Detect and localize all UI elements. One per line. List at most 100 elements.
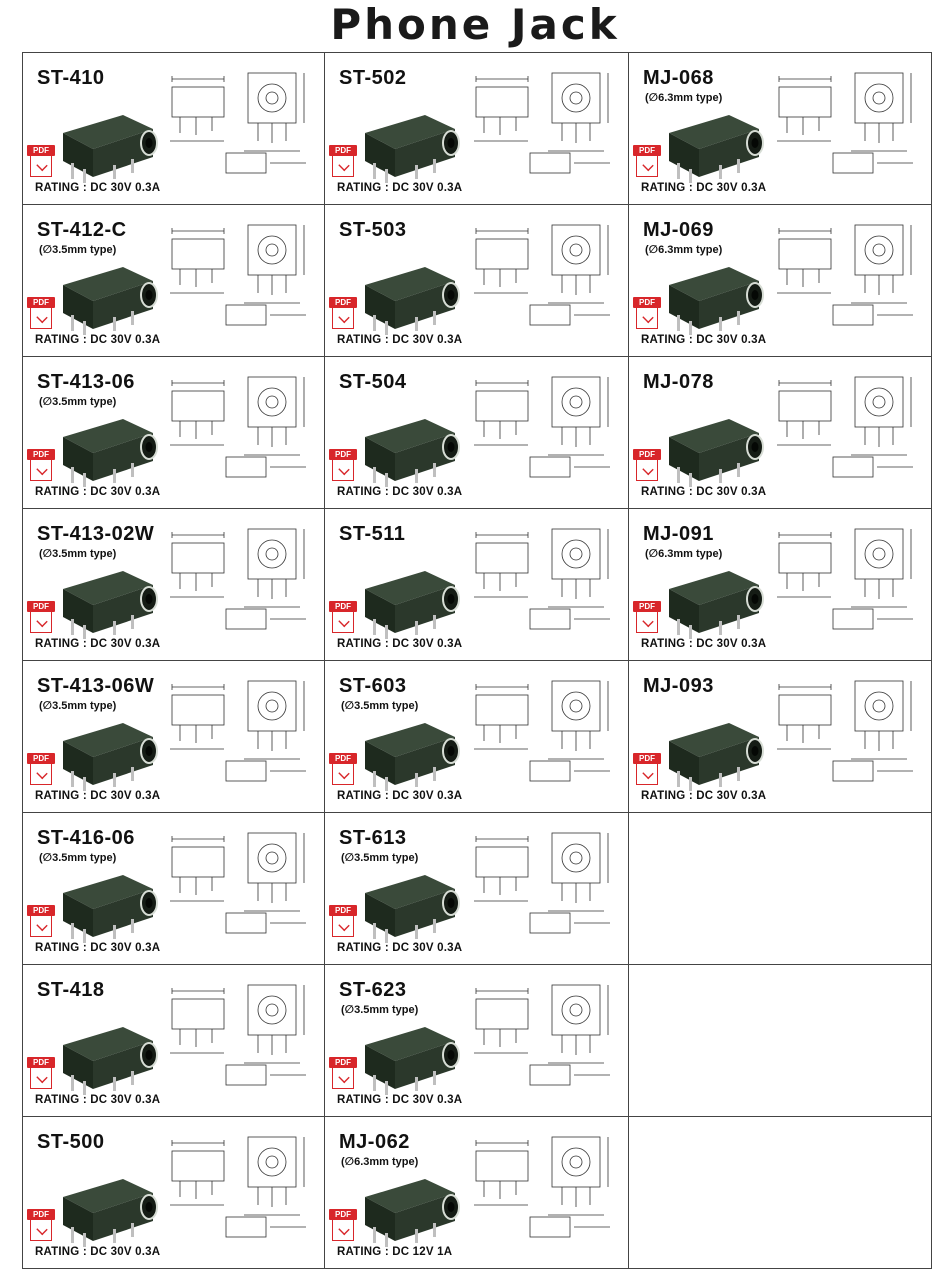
pdf-download-icon[interactable]: PDF <box>633 145 663 179</box>
technical-drawing <box>470 371 620 491</box>
jack-photo <box>355 1005 465 1095</box>
product-cell: ST-603 (∅3.5mm type) PDF <box>325 661 629 813</box>
product-name: MJ-062 <box>339 1131 410 1153</box>
pdf-download-icon[interactable]: PDF <box>27 449 57 483</box>
technical-drawing <box>773 67 923 187</box>
product-name: ST-511 <box>339 523 406 545</box>
download-arrow-icon <box>332 155 354 177</box>
jack-photo <box>659 245 769 335</box>
pdf-label: PDF <box>329 1209 357 1220</box>
product-name: ST-504 <box>339 371 407 393</box>
product-name: MJ-069 <box>643 219 714 241</box>
pdf-label: PDF <box>329 449 357 460</box>
pdf-download-icon[interactable]: PDF <box>329 1057 359 1091</box>
pdf-download-icon[interactable]: PDF <box>329 145 359 179</box>
product-type: (∅6.3mm type) <box>645 244 723 256</box>
pdf-download-icon[interactable]: PDF <box>27 1209 57 1243</box>
product-rating: RATING : DC 30V 0.3A <box>35 182 161 194</box>
empty-cell <box>629 965 932 1117</box>
jack-photo <box>53 1005 163 1095</box>
download-arrow-icon <box>30 763 52 785</box>
pdf-label: PDF <box>27 753 55 764</box>
jack-photo <box>53 93 163 183</box>
jack-photo <box>53 853 163 943</box>
pdf-label: PDF <box>329 297 357 308</box>
pdf-label: PDF <box>27 297 55 308</box>
pdf-download-icon[interactable]: PDF <box>27 905 57 939</box>
pdf-download-icon[interactable]: PDF <box>329 1209 359 1243</box>
product-cell: ST-511 PDF <box>325 509 629 661</box>
technical-drawing <box>166 675 316 795</box>
pdf-download-icon[interactable]: PDF <box>27 601 57 635</box>
pdf-download-icon[interactable]: PDF <box>329 753 359 787</box>
pdf-label: PDF <box>633 449 661 460</box>
product-type: (∅3.5mm type) <box>341 700 419 712</box>
product-cell: ST-418 PDF <box>23 965 325 1117</box>
product-cell: ST-416-06 (∅3.5mm type) PDF <box>23 813 325 965</box>
pdf-download-icon[interactable]: PDF <box>329 601 359 635</box>
product-rating: RATING : DC 30V 0.3A <box>337 942 463 954</box>
product-name: ST-613 <box>339 827 407 849</box>
technical-drawing <box>773 219 923 339</box>
pdf-label: PDF <box>27 601 55 612</box>
technical-drawing <box>470 675 620 795</box>
pdf-download-icon[interactable]: PDF <box>27 1057 57 1091</box>
technical-drawing <box>773 675 923 795</box>
pdf-download-icon[interactable]: PDF <box>633 753 663 787</box>
product-type: (∅6.3mm type) <box>341 1156 419 1168</box>
jack-photo <box>53 701 163 791</box>
pdf-label: PDF <box>633 753 661 764</box>
technical-drawing <box>773 523 923 643</box>
pdf-label: PDF <box>633 145 661 156</box>
product-cell: ST-410 PDF <box>23 53 325 205</box>
product-type: (∅3.5mm type) <box>341 1004 419 1016</box>
pdf-label: PDF <box>27 905 55 916</box>
pdf-download-icon[interactable]: PDF <box>27 297 57 331</box>
product-cell: ST-413-06 (∅3.5mm type) PDF <box>23 357 325 509</box>
product-grid: ST-410 PDF <box>22 52 932 1269</box>
jack-photo <box>659 397 769 487</box>
pdf-download-icon[interactable]: PDF <box>633 601 663 635</box>
pdf-download-icon[interactable]: PDF <box>633 297 663 331</box>
download-arrow-icon <box>30 307 52 329</box>
jack-photo <box>355 93 465 183</box>
download-arrow-icon <box>332 307 354 329</box>
product-rating: RATING : DC 30V 0.3A <box>641 182 767 194</box>
product-name: ST-410 <box>37 67 105 89</box>
product-name: ST-412-C <box>37 219 127 241</box>
technical-drawing <box>166 371 316 491</box>
pdf-label: PDF <box>27 449 55 460</box>
pdf-download-icon[interactable]: PDF <box>329 905 359 939</box>
product-rating: RATING : DC 30V 0.3A <box>337 486 463 498</box>
pdf-download-icon[interactable]: PDF <box>633 449 663 483</box>
download-arrow-icon <box>30 915 52 937</box>
product-cell: ST-500 PDF <box>23 1117 325 1269</box>
technical-drawing <box>166 979 316 1099</box>
pdf-download-icon[interactable]: PDF <box>329 449 359 483</box>
pdf-download-icon[interactable]: PDF <box>27 145 57 179</box>
product-cell: MJ-078 PDF <box>629 357 932 509</box>
jack-photo <box>659 93 769 183</box>
empty-cell <box>629 813 932 965</box>
product-cell: ST-613 (∅3.5mm type) PDF <box>325 813 629 965</box>
product-rating: RATING : DC 30V 0.3A <box>641 638 767 650</box>
download-arrow-icon <box>332 611 354 633</box>
product-name: MJ-093 <box>643 675 714 697</box>
download-arrow-icon <box>636 155 658 177</box>
product-rating: RATING : DC 30V 0.3A <box>641 486 767 498</box>
product-type: (∅3.5mm type) <box>39 548 117 560</box>
jack-photo <box>355 245 465 335</box>
pdf-label: PDF <box>329 1057 357 1068</box>
download-arrow-icon <box>636 763 658 785</box>
product-cell: MJ-091 (∅6.3mm type) PDF <box>629 509 932 661</box>
jack-photo <box>53 245 163 335</box>
download-arrow-icon <box>636 459 658 481</box>
technical-drawing <box>773 371 923 491</box>
pdf-download-icon[interactable]: PDF <box>27 753 57 787</box>
product-type: (∅3.5mm type) <box>341 852 419 864</box>
download-arrow-icon <box>332 1219 354 1241</box>
pdf-download-icon[interactable]: PDF <box>329 297 359 331</box>
product-rating: RATING : DC 30V 0.3A <box>35 638 161 650</box>
download-arrow-icon <box>30 611 52 633</box>
technical-drawing <box>470 979 620 1099</box>
